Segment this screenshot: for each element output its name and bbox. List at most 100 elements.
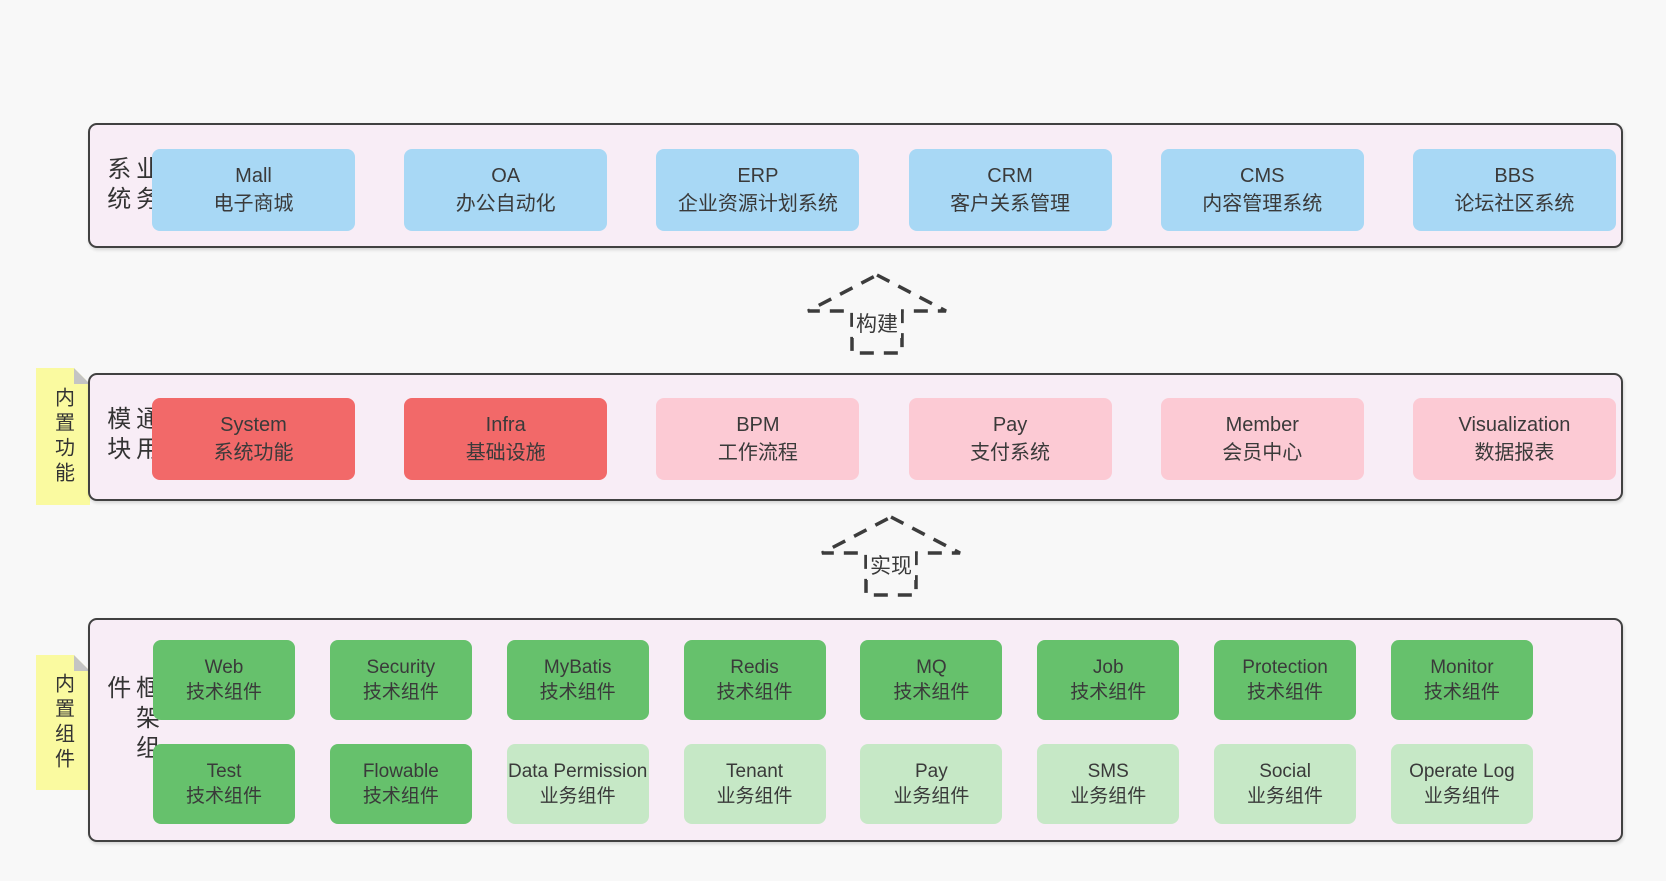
box-web: Web 技术组件 [153, 640, 295, 720]
box-title: OA [491, 165, 521, 187]
box-system: System 系统功能 [152, 398, 355, 480]
box-subtitle: 客户关系管理 [950, 193, 1071, 215]
box-job: Job 技术组件 [1037, 640, 1180, 720]
sticky-note-text: 内置组件 [51, 672, 74, 773]
box-crm: CRM 客户关系管理 [908, 149, 1112, 231]
business-systems-band: 业务系统 Mall 电子商城 OA 办公自动化 ERP 企业资源计划系统 CRM… [88, 123, 1623, 248]
box-title: Job [1092, 657, 1124, 678]
box-subtitle: 办公自动化 [455, 193, 556, 215]
box-subtitle: 技术组件 [539, 682, 616, 703]
box-subtitle: 基础设施 [465, 442, 546, 464]
band-label-components: 框架组件 [102, 675, 159, 765]
box-operate-log: Operate Log 业务组件 [1390, 744, 1533, 824]
band-label-business: 业务系统 [102, 155, 159, 216]
box-title: Data Permission [507, 761, 648, 782]
box-redis: Redis 技术组件 [683, 640, 826, 720]
box-subtitle: 论坛社区系统 [1454, 193, 1575, 215]
box-title: Pay [915, 761, 948, 782]
box-title: Security [366, 657, 436, 678]
box-subtitle: 数据报表 [1474, 442, 1555, 464]
box-member: Member 会员中心 [1160, 398, 1364, 480]
box-subtitle: 企业资源计划系统 [677, 193, 838, 215]
box-subtitle: 会员中心 [1222, 442, 1303, 464]
box-subtitle: 技术组件 [1247, 682, 1324, 703]
box-title: Test [206, 761, 242, 782]
box-title: MQ [916, 657, 947, 678]
folded-corner-icon [74, 368, 90, 384]
box-security: Security 技术组件 [329, 640, 472, 720]
box-title: Infra [485, 414, 526, 436]
box-bbs: BBS 论坛社区系统 [1412, 149, 1616, 231]
box-subtitle: 技术组件 [362, 786, 439, 807]
box-subtitle: 技术组件 [185, 786, 262, 807]
components-box-row-1: Web 技术组件 Security 技术组件 MyBatis 技术组件 Redi… [153, 640, 1533, 720]
band-label-modules: 通用模块 [102, 406, 159, 466]
box-protection: Protection 技术组件 [1214, 640, 1357, 720]
up-block-arrow-icon [821, 515, 961, 597]
box-visualization: Visualization 数据报表 [1412, 398, 1616, 480]
box-subtitle: 工作流程 [717, 442, 798, 464]
box-mq: MQ 技术组件 [860, 640, 1003, 720]
box-title: CMS [1240, 165, 1285, 187]
box-data-permission: Data Permission 业务组件 [506, 744, 649, 824]
box-sms: SMS 业务组件 [1037, 744, 1180, 824]
box-mybatis: MyBatis 技术组件 [506, 640, 649, 720]
box-tenant: Tenant 业务组件 [683, 744, 826, 824]
box-title: Operate Log [1409, 761, 1515, 782]
folded-corner-icon [74, 655, 90, 671]
box-test: Test 技术组件 [153, 744, 295, 824]
box-cms: CMS 内容管理系统 [1160, 149, 1364, 231]
box-subtitle: 技术组件 [362, 682, 439, 703]
box-subtitle: 业务组件 [1070, 786, 1147, 807]
box-title: BBS [1494, 165, 1535, 187]
box-title: System [220, 414, 287, 436]
box-subtitle: 内容管理系统 [1202, 193, 1323, 215]
build-arrow: 构建 [805, 272, 949, 356]
box-pay: Pay 支付系统 [908, 398, 1112, 480]
box-monitor: Monitor 技术组件 [1390, 640, 1533, 720]
sticky-note-text: 内置功能 [51, 386, 74, 487]
box-subtitle: 业务组件 [716, 786, 793, 807]
common-modules-band: 通用模块 System 系统功能 Infra 基础设施 BPM 工作流程 Pay… [88, 373, 1623, 501]
box-flowable: Flowable 技术组件 [329, 744, 472, 824]
box-title: ERP [737, 165, 779, 187]
box-title: Redis [730, 657, 779, 678]
box-bpm: BPM 工作流程 [656, 398, 860, 480]
box-title: Member [1225, 414, 1299, 436]
box-subtitle: 技术组件 [185, 682, 262, 703]
business-box-row: Mall 电子商城 OA 办公自动化 ERP 企业资源计划系统 CRM 客户关系… [152, 149, 1616, 231]
box-title: BPM [736, 414, 780, 436]
box-infra: Infra 基础设施 [404, 398, 608, 480]
box-title: MyBatis [543, 657, 612, 678]
box-subtitle: 业务组件 [893, 786, 970, 807]
box-title: Monitor [1430, 657, 1494, 678]
box-mall: Mall 电子商城 [152, 149, 355, 231]
components-box-row-2: Test 技术组件 Flowable 技术组件 Data Permission … [153, 744, 1533, 824]
box-pay-business: Pay 业务组件 [860, 744, 1003, 824]
box-subtitle: 业务组件 [1423, 786, 1500, 807]
box-title: Protection [1242, 657, 1328, 678]
box-subtitle: 技术组件 [716, 682, 793, 703]
box-title: Visualization [1458, 414, 1571, 436]
box-subtitle: 技术组件 [1423, 682, 1500, 703]
box-subtitle: 电子商城 [213, 193, 294, 215]
modules-box-row: System 系统功能 Infra 基础设施 BPM 工作流程 Pay 支付系统… [152, 398, 1616, 480]
box-title: Tenant [726, 761, 784, 782]
build-arrow-label: 构建 [853, 308, 901, 338]
sticky-note-builtin-features: 内置功能 [36, 368, 90, 505]
box-title: SMS [1087, 761, 1129, 782]
box-subtitle: 支付系统 [970, 442, 1051, 464]
box-title: Mall [235, 165, 272, 187]
sticky-note-builtin-components: 内置组件 [36, 655, 90, 790]
box-oa: OA 办公自动化 [404, 149, 608, 231]
box-social: Social 业务组件 [1214, 744, 1357, 824]
box-title: Pay [992, 414, 1028, 436]
box-erp: ERP 企业资源计划系统 [656, 149, 860, 231]
up-block-arrow-icon [807, 273, 947, 355]
box-subtitle: 技术组件 [1070, 682, 1147, 703]
box-title: Web [204, 657, 244, 678]
box-subtitle: 业务组件 [539, 786, 616, 807]
box-subtitle: 业务组件 [1247, 786, 1324, 807]
box-title: CRM [987, 165, 1033, 187]
